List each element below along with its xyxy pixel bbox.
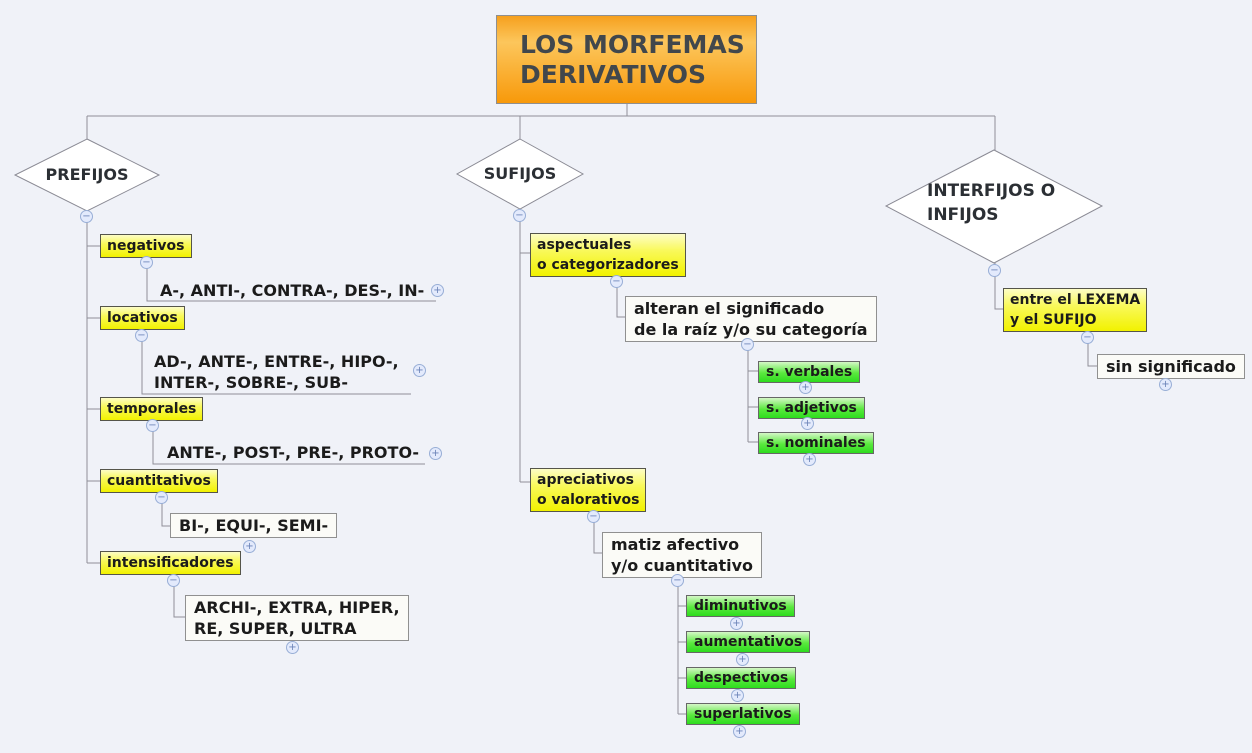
node-intensificadores-prefixes[interactable]: ARCHI-, EXTRA, HIPER, RE, SUPER, ULTRA bbox=[185, 595, 409, 641]
node-despectivos[interactable]: despectivos bbox=[686, 667, 797, 689]
branch-prefijos[interactable]: PREFIJOS bbox=[45, 165, 129, 184]
collapse-icon-intensificadores[interactable]: − bbox=[167, 574, 180, 587]
expand-icon-diminutivos[interactable]: + bbox=[730, 617, 743, 630]
interfijos-diamond-shape bbox=[884, 149, 1104, 264]
collapse-icon-aspectuales[interactable]: − bbox=[610, 275, 623, 288]
node-apreciativos[interactable]: apreciativos o valorativos bbox=[530, 468, 647, 512]
node-s-nominales[interactable]: s. nominales bbox=[758, 432, 874, 454]
collapse-icon-negativos[interactable]: − bbox=[140, 256, 153, 269]
node-temporales-prefixes[interactable]: ANTE-, POST-, PRE-, PROTO- bbox=[167, 443, 419, 462]
node-negativos[interactable]: negativos bbox=[100, 234, 192, 258]
expand-icon-superlativos[interactable]: + bbox=[733, 725, 746, 738]
branch-sufijos[interactable]: SUFIJOS bbox=[483, 164, 557, 183]
node-entre-lexema[interactable]: entre el LEXEMA y el SUFIJO bbox=[1003, 288, 1148, 332]
expand-icon-locativos-sub[interactable]: + bbox=[413, 364, 426, 377]
expand-icon-cuantitativos-sub[interactable]: + bbox=[243, 540, 256, 553]
expand-icon-despectivos[interactable]: + bbox=[731, 689, 744, 702]
collapse-icon-apreciativos[interactable]: − bbox=[587, 510, 600, 523]
node-negativos-prefixes[interactable]: A-, ANTI-, CONTRA-, DES-, IN- bbox=[160, 281, 425, 300]
node-s-adjetivos[interactable]: s. adjetivos bbox=[758, 397, 865, 419]
root-node[interactable]: LOS MORFEMAS DERIVATIVOS bbox=[496, 15, 757, 104]
node-superlativos[interactable]: superlativos bbox=[686, 703, 800, 725]
expand-icon-s-adjetivos[interactable]: + bbox=[801, 417, 814, 430]
expand-icon-temporales-sub[interactable]: + bbox=[429, 447, 442, 460]
node-aspectuales[interactable]: aspectuales o categorizadores bbox=[530, 233, 686, 277]
branch-interfijos[interactable]: INTERFIJOS O INFIJOS bbox=[927, 181, 1056, 225]
collapse-icon-temporales[interactable]: − bbox=[146, 419, 159, 432]
node-aumentativos[interactable]: aumentativos bbox=[686, 631, 811, 653]
node-aspectuales-desc[interactable]: alteran el significado de la raíz y/o su… bbox=[625, 296, 877, 342]
collapse-icon-interfijos[interactable]: − bbox=[988, 264, 1001, 277]
expand-icon-aumentativos[interactable]: + bbox=[736, 653, 749, 666]
node-locativos-prefixes[interactable]: AD-, ANTE-, ENTRE-, HIPO-, INTER-, SOBRE… bbox=[154, 352, 399, 392]
collapse-icon-aspectuales-desc[interactable]: − bbox=[741, 338, 754, 351]
collapse-icon-cuantitativos[interactable]: − bbox=[155, 491, 168, 504]
expand-icon-intensificadores-sub[interactable]: + bbox=[286, 641, 299, 654]
collapse-icon-locativos[interactable]: − bbox=[135, 329, 148, 342]
node-sin-significado[interactable]: sin significado bbox=[1097, 354, 1245, 379]
node-cuantitativos[interactable]: cuantitativos bbox=[100, 469, 218, 493]
expand-icon-s-nominales[interactable]: + bbox=[803, 453, 816, 466]
node-diminutivos[interactable]: diminutivos bbox=[686, 595, 795, 617]
collapse-icon-apreciativos-desc[interactable]: − bbox=[671, 574, 684, 587]
collapse-icon-entre-lexema[interactable]: − bbox=[1081, 331, 1094, 344]
expand-icon-negativos-sub[interactable]: + bbox=[431, 284, 444, 297]
collapse-icon-prefijos[interactable]: − bbox=[80, 210, 93, 223]
node-s-verbales[interactable]: s. verbales bbox=[758, 361, 861, 383]
expand-icon-sin-significado[interactable]: + bbox=[1159, 378, 1172, 391]
collapse-icon-sufijos[interactable]: − bbox=[513, 209, 526, 222]
node-cuantitativos-prefixes[interactable]: BI-, EQUI-, SEMI- bbox=[170, 513, 338, 538]
node-temporales[interactable]: temporales bbox=[100, 397, 204, 421]
expand-icon-s-verbales[interactable]: + bbox=[799, 381, 812, 394]
node-intensificadores[interactable]: intensificadores bbox=[100, 551, 241, 575]
node-locativos[interactable]: locativos bbox=[100, 306, 185, 330]
node-apreciativos-desc[interactable]: matiz afectivo y/o cuantitativo bbox=[602, 532, 763, 578]
